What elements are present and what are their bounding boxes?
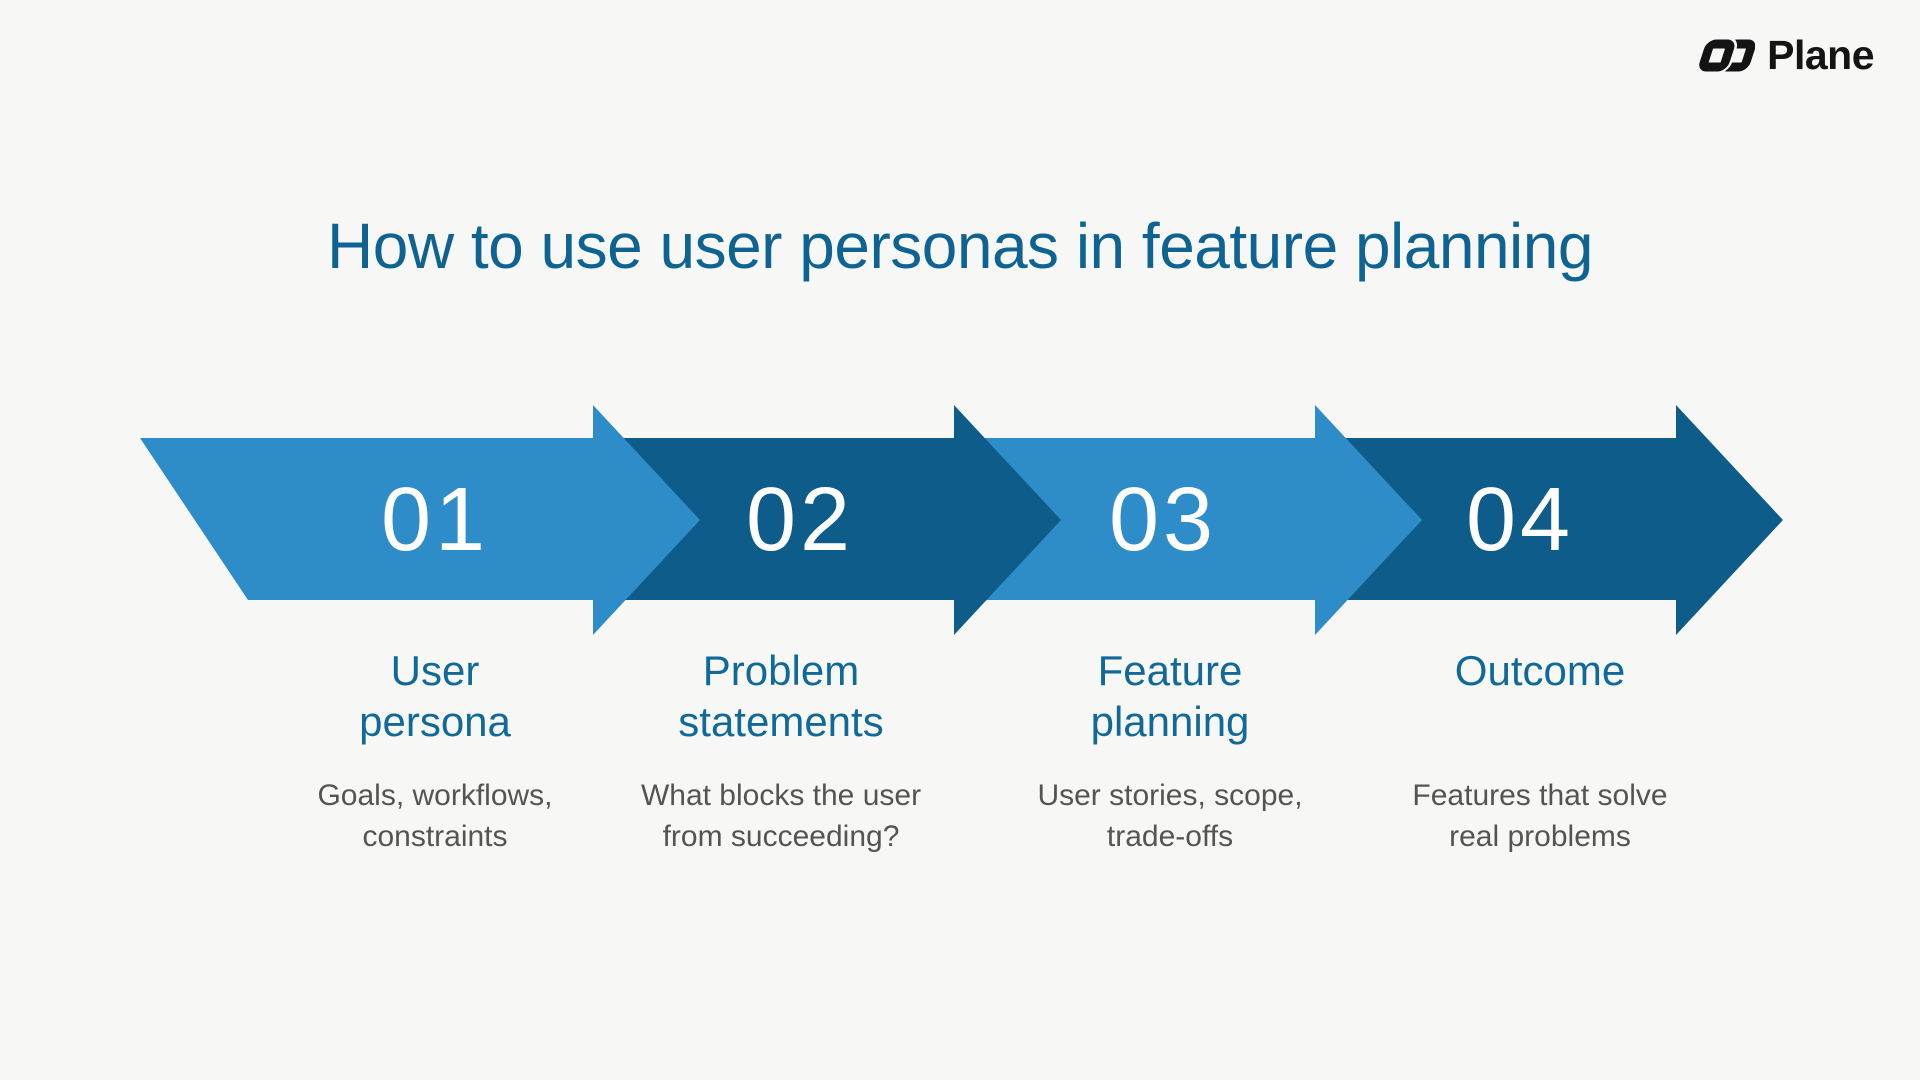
- step-number-2: 02: [745, 469, 855, 570]
- plane-logo: Plane: [1697, 34, 1874, 76]
- step-title: User persona: [359, 647, 511, 746]
- page-title: How to use user personas in feature plan…: [327, 210, 1593, 282]
- step-title: Problem statements: [678, 647, 884, 746]
- step-number-4: 04: [1465, 469, 1575, 570]
- plane-logo-text: Plane: [1767, 31, 1874, 78]
- step-column-4: Outcome Features that solve real problem…: [1340, 645, 1740, 858]
- step-column-2: Problem statements What blocks the user …: [581, 645, 981, 858]
- step-column-1: User persona Goals, workflows, constrain…: [235, 645, 635, 858]
- step-number-1: 01: [380, 469, 490, 570]
- step-column-3: Feature planning User stories, scope, tr…: [970, 645, 1370, 858]
- step-number-3: 03: [1108, 469, 1218, 570]
- arrow-shape-1: [140, 405, 700, 635]
- step-description: What blocks the user from succeeding?: [640, 779, 922, 854]
- step-description: User stories, scope, trade-offs: [1037, 779, 1303, 854]
- step-description: Features that solve real problems: [1412, 779, 1668, 854]
- step-description: Goals, workflows, constraints: [317, 779, 553, 854]
- step-title: Outcome: [1454, 647, 1626, 694]
- plane-logo-icon: [1697, 37, 1756, 74]
- step-title: Feature planning: [1090, 647, 1250, 746]
